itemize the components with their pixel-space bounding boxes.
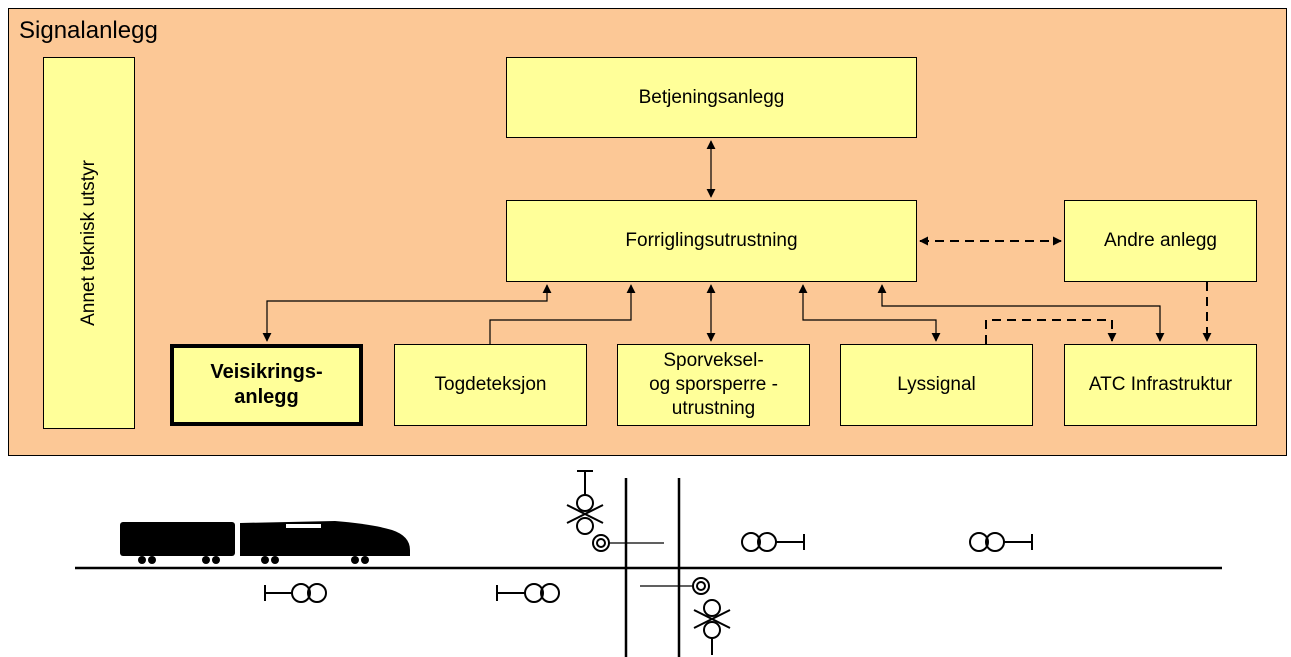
signal-icon-upper-1 xyxy=(741,532,805,552)
sporveksel-box: Sporveksel- og sporsperre - utrustning xyxy=(617,344,810,426)
betjeningsanlegg-label: Betjeningsanlegg xyxy=(638,86,785,108)
signal-icon-upper-2 xyxy=(969,532,1033,552)
lyssignal-box: Lyssignal xyxy=(840,344,1033,426)
signal-icon-lower-2 xyxy=(496,583,560,603)
barrier-light-icon-upper xyxy=(592,534,664,552)
signalanlegg-title: Signalanlegg xyxy=(19,17,158,44)
annet-teknisk-utstyr-box: Annet teknisk utstyr xyxy=(43,57,135,429)
andre-anlegg-label: Andre anlegg xyxy=(1103,230,1218,252)
barrier-light-icon-lower xyxy=(640,577,710,595)
arrow-forrigling-lyssignal xyxy=(798,284,941,342)
betjeningsanlegg-box: Betjeningsanlegg xyxy=(506,57,917,138)
lyssignal-label: Lyssignal xyxy=(897,374,976,396)
andre-anlegg-box: Andre anlegg xyxy=(1064,200,1257,282)
forriglingsutrustning-label: Forriglingsutrustning xyxy=(625,230,798,252)
crossing-signal-icon-lower xyxy=(693,599,731,655)
arrow-lyssignal-atc xyxy=(985,319,1117,344)
atc-infrastruktur-box: ATC Infrastruktur xyxy=(1064,344,1257,426)
arrow-togdeteksjon-forrigling xyxy=(489,284,636,344)
arrow-forrigling-atc xyxy=(877,284,1165,342)
signal-icon-lower-1 xyxy=(264,583,327,603)
sporveksel-label-line2: og sporsperre - xyxy=(649,374,778,396)
forriglingsutrustning-box: Forriglingsutrustning xyxy=(506,200,917,282)
togdeteksjon-box: Togdeteksjon xyxy=(394,344,587,426)
train-icon xyxy=(120,521,410,564)
veisikringsanlegg-label-line1: Veisikrings- xyxy=(210,361,323,383)
arrow-forrigling-veisikring xyxy=(262,284,552,342)
crossing-signal-icon-upper xyxy=(566,470,604,535)
veisikringsanlegg-box: Veisikrings- anlegg xyxy=(170,344,363,426)
sporveksel-label-line1: Sporveksel- xyxy=(663,350,764,372)
veisikringsanlegg-label-line2: anlegg xyxy=(234,386,299,408)
atc-infrastruktur-label: ATC Infrastruktur xyxy=(1088,374,1233,396)
sporveksel-label-line3: utrustning xyxy=(671,397,756,419)
togdeteksjon-label: Togdeteksjon xyxy=(434,374,547,396)
